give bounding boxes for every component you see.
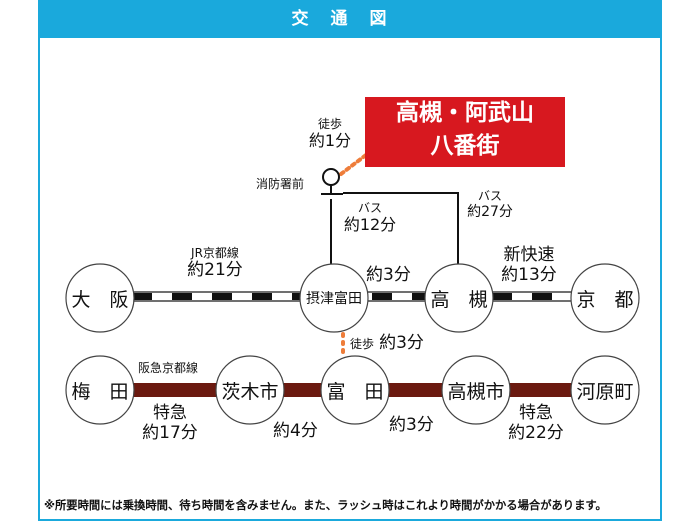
station-circle (65, 355, 135, 425)
station-circle (570, 355, 640, 425)
page-title: 交通図 (38, 0, 662, 38)
jr-seg3-mode: 新快速 (503, 245, 555, 265)
transfer-time: 約3分 (379, 333, 424, 353)
walk-path-top (339, 153, 368, 176)
hankyu-seg4-mode: 特急 (519, 403, 553, 423)
bus2-time: 約27分 (467, 203, 513, 220)
bus1-mode: バス (357, 201, 382, 215)
hankyu-seg4-label: 特急 約22分 (501, 403, 571, 443)
walk-mode: 徒歩 (317, 117, 342, 131)
hankyu-line-name: 阪急京都線 (138, 361, 199, 375)
station-kawaramachi: 河原町 (576, 380, 634, 403)
station-tonda: 富 田 (326, 380, 384, 403)
bus1-time: 約12分 (343, 214, 397, 234)
map-frame (38, 0, 662, 521)
station-takatsuki: 高 槻 (430, 288, 488, 311)
station-ibaraki-shi: 茨木市 (221, 380, 279, 403)
station-circle (320, 355, 390, 425)
jr-seg3-label: 新快速 約13分 (494, 245, 564, 285)
destination-box: 高槻・阿武山 八番街 (365, 97, 565, 167)
station-umeda: 梅 田 (71, 380, 129, 403)
jr-seg1-time: 約21分 (187, 259, 243, 280)
station-circle (570, 263, 640, 333)
walk-top-label: 徒歩 約1分 (300, 117, 360, 150)
transfer-label: 徒歩 約3分 (350, 333, 424, 354)
transfer-mode: 徒歩 (350, 337, 375, 351)
jr-seg3-time: 約13分 (501, 264, 557, 285)
bus-routes (330, 192, 459, 266)
hankyu-seg1-mode: 特急 (153, 403, 187, 423)
footnote: ※所要時間には乗換時間、待ち時間を含みません。また、ラッシュ時はこれより時間がか… (44, 499, 607, 512)
destination-line2: 八番街 (430, 133, 500, 159)
hankyu-seg2-time: 約4分 (273, 421, 318, 441)
walk-time: 約1分 (308, 130, 352, 150)
station-circle (424, 263, 494, 333)
station-circle (299, 263, 369, 333)
jr-seg1-label: JR京都線 約21分 (170, 246, 260, 280)
jr-seg2-time: 約3分 (366, 265, 411, 285)
hankyu-seg3-time: 約3分 (389, 415, 434, 435)
destination-line1: 高槻・阿武山 (396, 100, 534, 126)
bus2-mode: バス (477, 189, 502, 203)
station-osaka: 大 阪 (71, 288, 129, 311)
station-takatsuki-shi: 高槻市 (447, 380, 505, 403)
station-settsu-tonda: 摂津富田 (306, 291, 362, 307)
station-circle (65, 263, 135, 333)
bus2-label: バス 約27分 (462, 189, 518, 220)
station-circle (441, 355, 511, 425)
hankyu-seg4-time: 約22分 (508, 422, 564, 443)
jr-line-name: JR京都線 (191, 246, 239, 260)
hankyu-seg1-label: 特急 約17分 (135, 403, 205, 443)
bus-stop-icon (321, 168, 343, 195)
station-circle (215, 355, 285, 425)
station-kyoto: 京 都 (576, 288, 634, 311)
bus1-label: バス 約12分 (340, 201, 400, 234)
bus-stop-label: 消防署前 (256, 177, 305, 191)
jr-line (131, 291, 637, 302)
hankyu-seg1-time: 約17分 (142, 422, 198, 443)
